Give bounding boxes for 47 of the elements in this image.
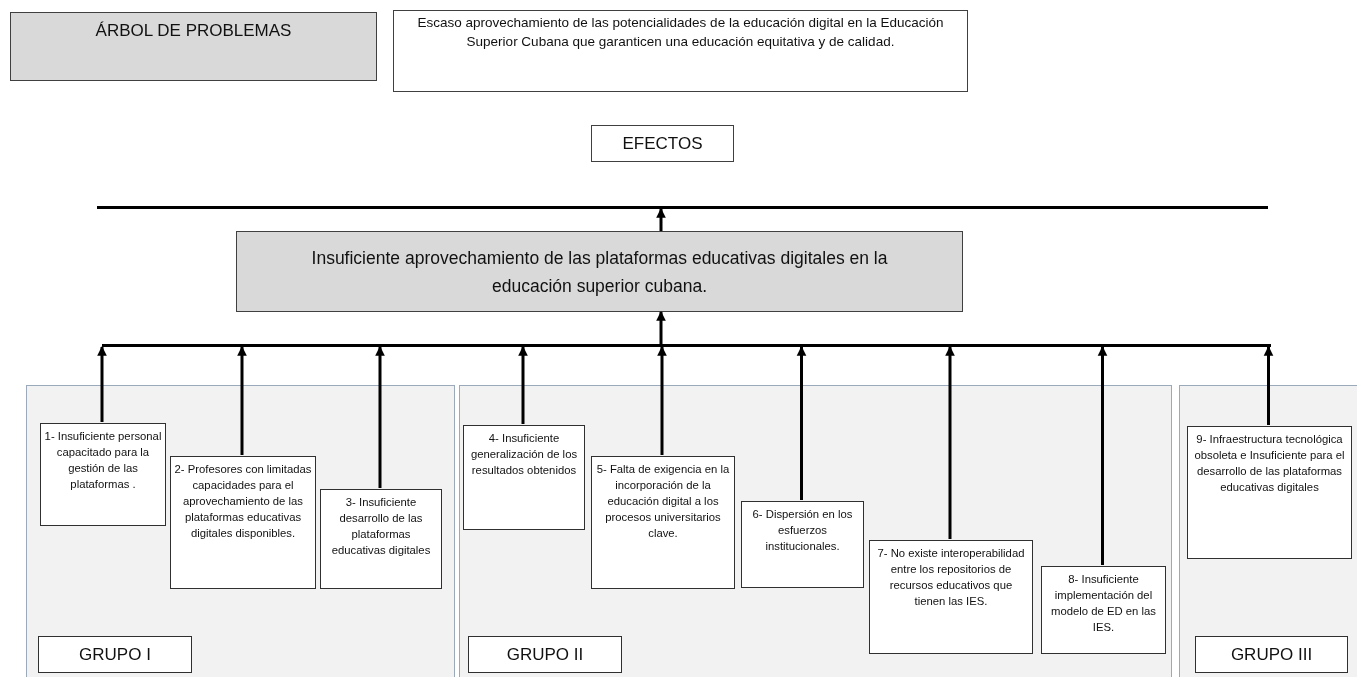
title-box: ÁRBOL DE PROBLEMAS [10, 12, 377, 81]
horizontal-bar [97, 206, 1268, 209]
node-text: 7- No existe interoperabilidad entre los repositorios de recursos educativos que tienen las IES. [876, 546, 1026, 610]
arrow [97, 346, 107, 422]
node-text: 2- Profesores con limitadas capacidades para el aprovechamiento de las plataformas educativas digitales disponibles. [174, 462, 312, 542]
arrow [657, 346, 667, 455]
node-text: GRUPO I [79, 644, 151, 665]
group-panel [26, 385, 455, 677]
arrow [656, 311, 666, 344]
arrow [237, 346, 247, 455]
node-text: 9- Infraestructura tecnológica obsoleta e Insuficiente para el desarrollo de las plataformas educativas digitales [1193, 432, 1346, 496]
group-panel [459, 385, 1172, 677]
cause-box [591, 456, 735, 589]
effect-box [393, 10, 968, 92]
group-label-box [1195, 636, 1348, 673]
cause-box [1187, 426, 1352, 559]
node-text: EFECTOS [622, 133, 703, 154]
arrow [375, 346, 385, 488]
cause-box [869, 540, 1033, 654]
cause-box [741, 501, 864, 588]
cause-box [1041, 566, 1166, 654]
node-text: 5- Falta de exigencia en la incorporación de la educación digital a los procesos universitarios clave. [595, 462, 731, 542]
node-text: GRUPO III [1230, 644, 1313, 665]
group-panel [1179, 385, 1357, 677]
group-label-box [38, 636, 192, 673]
heading-box [591, 125, 734, 162]
node-text: GRUPO II [506, 644, 584, 665]
cause-box [170, 456, 316, 589]
arrow [1097, 346, 1108, 565]
arrow [1263, 346, 1274, 425]
node-text: 4- Insuficiente generalización de los resultados obtenidos [469, 431, 579, 479]
node-text: 3- Insuficiente desarrollo de las plataformas educativas digitales [330, 495, 432, 559]
arrow [518, 346, 528, 424]
node-text: Insuficiente aprovechamiento de las plataformas educativas digitales en la educación superior cubana. [310, 246, 889, 298]
arrow [796, 346, 807, 500]
core-problem-box [236, 231, 963, 312]
cause-box [320, 489, 442, 589]
arrow [945, 346, 955, 539]
node-text: 6- Dispersión en los esfuerzos institucionales. [751, 507, 854, 555]
cause-box [463, 425, 585, 530]
node-text: 1- Insuficiente personal capacitado para la gestión de las plataformas . [44, 429, 162, 493]
arrow [656, 208, 666, 231]
horizontal-bar [102, 344, 1271, 347]
group-label-box [468, 636, 622, 673]
cause-box [40, 423, 166, 526]
node-text: 8- Insuficiente implementación del modelo de ED en las IES. [1050, 572, 1157, 636]
node-text: Escaso aprovechamiento de las potencialidades de la educación digital en la Educación Superior Cubana que garanticen una educación equitativa y de calidad. [416, 14, 945, 52]
